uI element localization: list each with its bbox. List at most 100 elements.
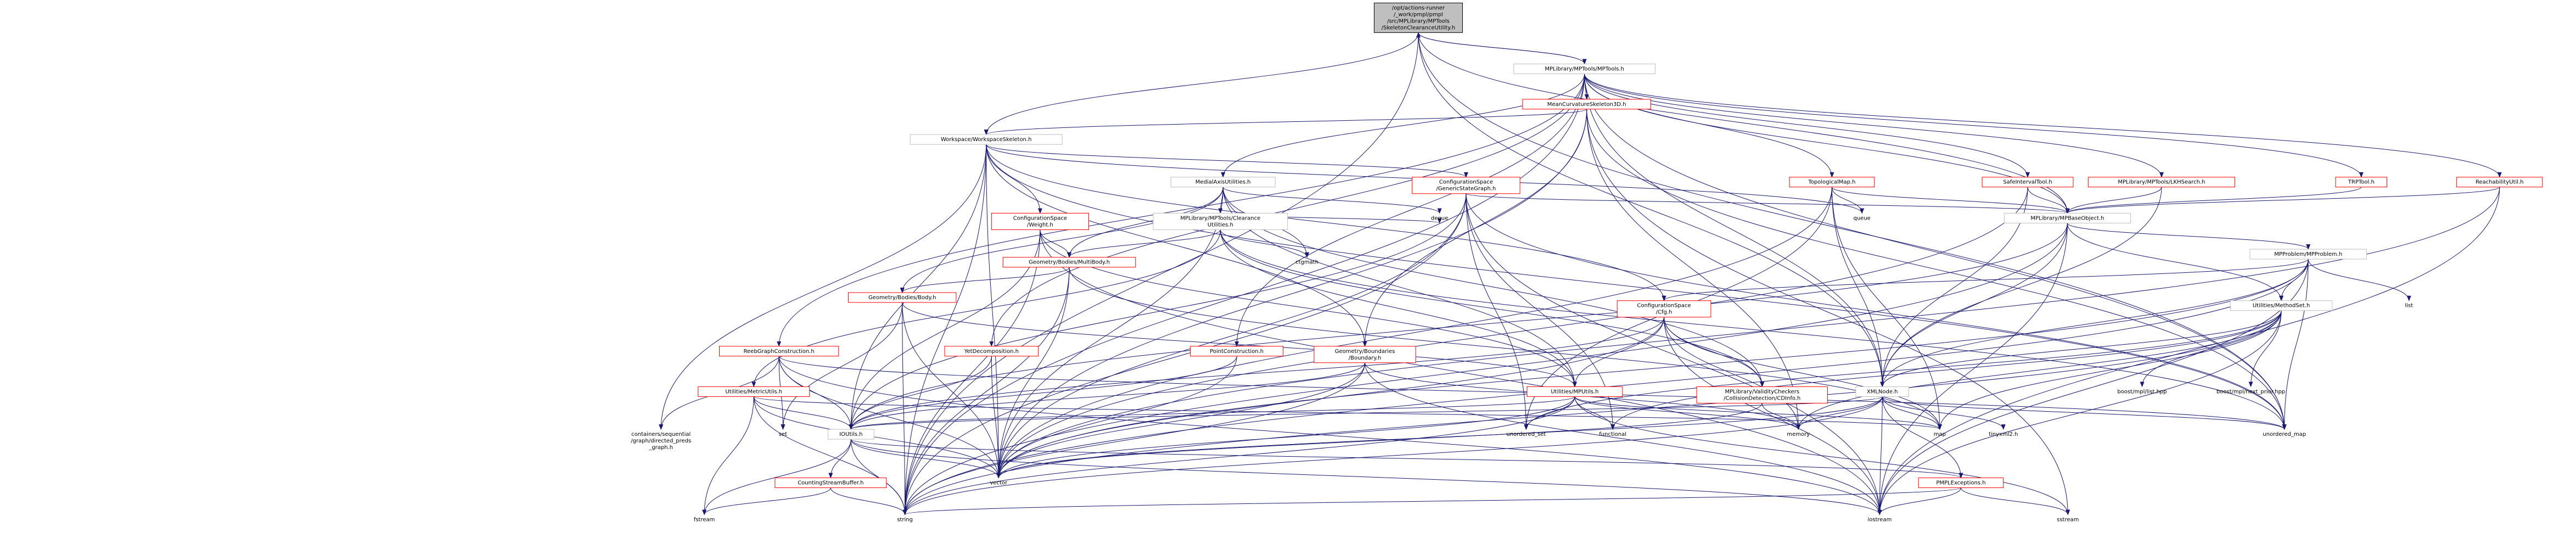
edge-topomap-to-queue bbox=[1831, 187, 1865, 214]
edge-xmlnode-to-unordered_map bbox=[1882, 396, 2287, 430]
node-box bbox=[1373, 2, 1463, 33]
node-box bbox=[1002, 257, 1136, 268]
node-pointconstr[interactable]: PointConstruction.h bbox=[1190, 346, 1284, 357]
node-box bbox=[775, 477, 887, 488]
node-cspaceweight[interactable]: ConfigurationSpace/Weight.h bbox=[991, 212, 1089, 230]
edge-lkhsearch-to-mpbase bbox=[2065, 187, 2162, 214]
node-cspacegsg[interactable]: ConfigurationSpace/GenericStateGraph.h bbox=[1412, 177, 1520, 194]
edge-body-to-set bbox=[781, 302, 903, 430]
edge-reebgraph-to-vector bbox=[778, 356, 1001, 479]
node-countingbuf[interactable]: CountingStreamBuffer.h bbox=[775, 477, 887, 488]
node-reebgraph[interactable]: ReebGraphConstruction.h bbox=[719, 346, 839, 357]
edge-countingbuf-to-fstream bbox=[702, 487, 831, 515]
node-label: MeanCurvatureSkeleton3D.h bbox=[1547, 102, 1626, 108]
node-cdinfo[interactable]: MPLibrary/ValidityCheckers/CollisionDete… bbox=[1696, 386, 1828, 403]
edge-mpproblem-to-unordered_map bbox=[2282, 259, 2309, 430]
node-label: boost/mpl/list.hpp bbox=[2117, 389, 2167, 395]
node-box bbox=[1696, 386, 1828, 403]
edge-workspaceskel-to-ioutils bbox=[849, 144, 987, 430]
node-ctgmath: ctgmath bbox=[1295, 260, 1318, 266]
node-pmplexc[interactable]: PMPLExceptions.h bbox=[1918, 477, 2004, 488]
edge-ioutils-to-countingbuf bbox=[828, 439, 851, 479]
node-label: list bbox=[2405, 303, 2413, 309]
node-label: deque bbox=[1431, 215, 1448, 221]
edge-safeinterval-to-vector bbox=[996, 187, 2028, 479]
edge-reachability-to-iostream bbox=[1877, 187, 2500, 515]
node-label: ReachabilityUtil.h bbox=[2476, 180, 2524, 186]
edge-xmlnode-to-memory bbox=[1796, 396, 1883, 430]
node-label: unordered_map bbox=[2263, 431, 2306, 438]
node-metricutils[interactable]: Utilities/MetricUtils.h bbox=[698, 386, 810, 397]
node-box bbox=[1526, 386, 1623, 397]
node-meancurv[interactable]: MeanCurvatureSkeleton3D.h bbox=[1522, 99, 1651, 110]
node-xmlnode[interactable]: XMLNode.h bbox=[1855, 386, 1909, 397]
node-mputils[interactable]: Utilities/MPUtils.h bbox=[1526, 386, 1623, 397]
node-safeinterval[interactable]: SafeIntervalTool.h bbox=[1982, 177, 2074, 188]
node-mpbase[interactable]: MPLibrary/MPBaseObject.h bbox=[2003, 212, 2131, 223]
edge-mpbase-to-mpproblem bbox=[2067, 222, 2311, 250]
node-unordered_set: unordered_set bbox=[1506, 431, 1546, 438]
edge-methodset-to-mplnextprior bbox=[2248, 310, 2282, 388]
edge-mputils-to-memory bbox=[1574, 396, 1801, 430]
edge-methodset-to-memory bbox=[1796, 310, 2282, 430]
node-label: vector bbox=[990, 480, 1008, 486]
node-methodset[interactable]: Utilities/MethodSet.h bbox=[2230, 300, 2333, 311]
node-box bbox=[944, 346, 1039, 357]
node-workspaceskel[interactable]: Workspace/WorkspaceSkeleton.h bbox=[910, 134, 1063, 145]
node-label: MPLibrary/ValidityCheckers/CollisionDete… bbox=[1724, 389, 1800, 401]
node-label: ReebGraphConstruction.h bbox=[744, 349, 815, 355]
edge-multibody-to-string bbox=[902, 267, 1070, 515]
edge-mptools-to-medialaxis bbox=[1221, 74, 1585, 178]
node-box bbox=[910, 134, 1063, 145]
node-root[interactable]: /opt/actions-runner/_work/pmpl/pmpl/src/… bbox=[1373, 2, 1463, 33]
edge-mputils-to-map bbox=[1574, 396, 1942, 430]
edge-reachability-to-mpbase bbox=[2065, 187, 2500, 214]
node-list: list bbox=[2405, 303, 2413, 309]
edge-cfg-to-memory bbox=[1664, 317, 1801, 430]
node-sstream: sstream bbox=[2057, 517, 2079, 523]
edge-mputils-to-sstream bbox=[1574, 396, 2070, 515]
edge-methodset-to-functional bbox=[1610, 310, 2282, 430]
node-lkhsearch[interactable]: MPLibrary/MPTools/LKHSearch.h bbox=[2087, 177, 2236, 188]
node-topomap[interactable]: TopologicalMap.h bbox=[1789, 177, 1875, 188]
node-box bbox=[1789, 177, 1875, 188]
node-map: map bbox=[1934, 431, 1946, 438]
node-reachability[interactable]: ReachabilityUtil.h bbox=[2456, 177, 2543, 188]
edge-root-to-xmlnode bbox=[1418, 32, 1885, 388]
node-body[interactable]: Geometry/Bodies/Body.h bbox=[848, 292, 957, 303]
edge-medialaxis-to-body bbox=[900, 187, 1224, 293]
node-deque: deque bbox=[1431, 215, 1448, 221]
node-mpproblem[interactable]: MPProblem/MPProblem.h bbox=[2249, 249, 2367, 260]
node-box bbox=[698, 386, 810, 397]
edge-mpproblem-to-iostream bbox=[1877, 259, 2309, 515]
edge-mpbase-to-methodset bbox=[2067, 223, 2284, 301]
edge-clearanceutil-to-ctgmath bbox=[1220, 229, 1310, 258]
node-box bbox=[1513, 64, 1655, 75]
node-mptools[interactable]: MPLibrary/MPTools/MPTools.h bbox=[1513, 64, 1655, 75]
edge-ioutils-to-string bbox=[850, 439, 907, 515]
edge-pointconstr-to-ioutils bbox=[849, 356, 1237, 430]
node-label: Utilities/MPUtils.h bbox=[1551, 389, 1598, 395]
edge-mpbase-to-string bbox=[902, 223, 2068, 515]
node-multibody[interactable]: Geometry/Bodies/MultiBody.h bbox=[1002, 257, 1136, 268]
edge-cspacegsg-to-string bbox=[902, 193, 1467, 515]
node-memory: memory bbox=[1787, 431, 1810, 438]
node-cfg[interactable]: ConfigurationSpace/Cfg.h bbox=[1617, 300, 1711, 318]
node-medialaxis[interactable]: MedialAxisUtilities.h bbox=[1170, 177, 1276, 188]
edge-mpproblem-to-list bbox=[2308, 259, 2411, 301]
node-yetdecomp[interactable]: YetDecomposition.h bbox=[944, 346, 1039, 357]
edge-multibody-to-map bbox=[1069, 267, 1942, 430]
edge-mptools-to-lkhsearch bbox=[1584, 74, 2164, 178]
edge-metricutils-to-map bbox=[753, 396, 1942, 430]
node-box bbox=[1617, 300, 1711, 318]
node-geoboundary[interactable]: Geometry/Boundaries/Boundary.h bbox=[1314, 346, 1416, 363]
node-tmptool[interactable]: TRPTool.h bbox=[2335, 177, 2387, 188]
edge-medialaxis-to-multibody bbox=[1067, 187, 1224, 258]
node-label: ConfigurationSpace/Weight.h bbox=[1013, 215, 1067, 228]
node-ioutils[interactable]: IOUtils.h bbox=[828, 429, 874, 440]
edge-geoboundary-to-vector bbox=[996, 362, 1366, 479]
edge-tmptool-to-mpbase bbox=[2065, 187, 2362, 214]
edge-workspaceskel-to-geoboundary bbox=[986, 144, 1367, 347]
